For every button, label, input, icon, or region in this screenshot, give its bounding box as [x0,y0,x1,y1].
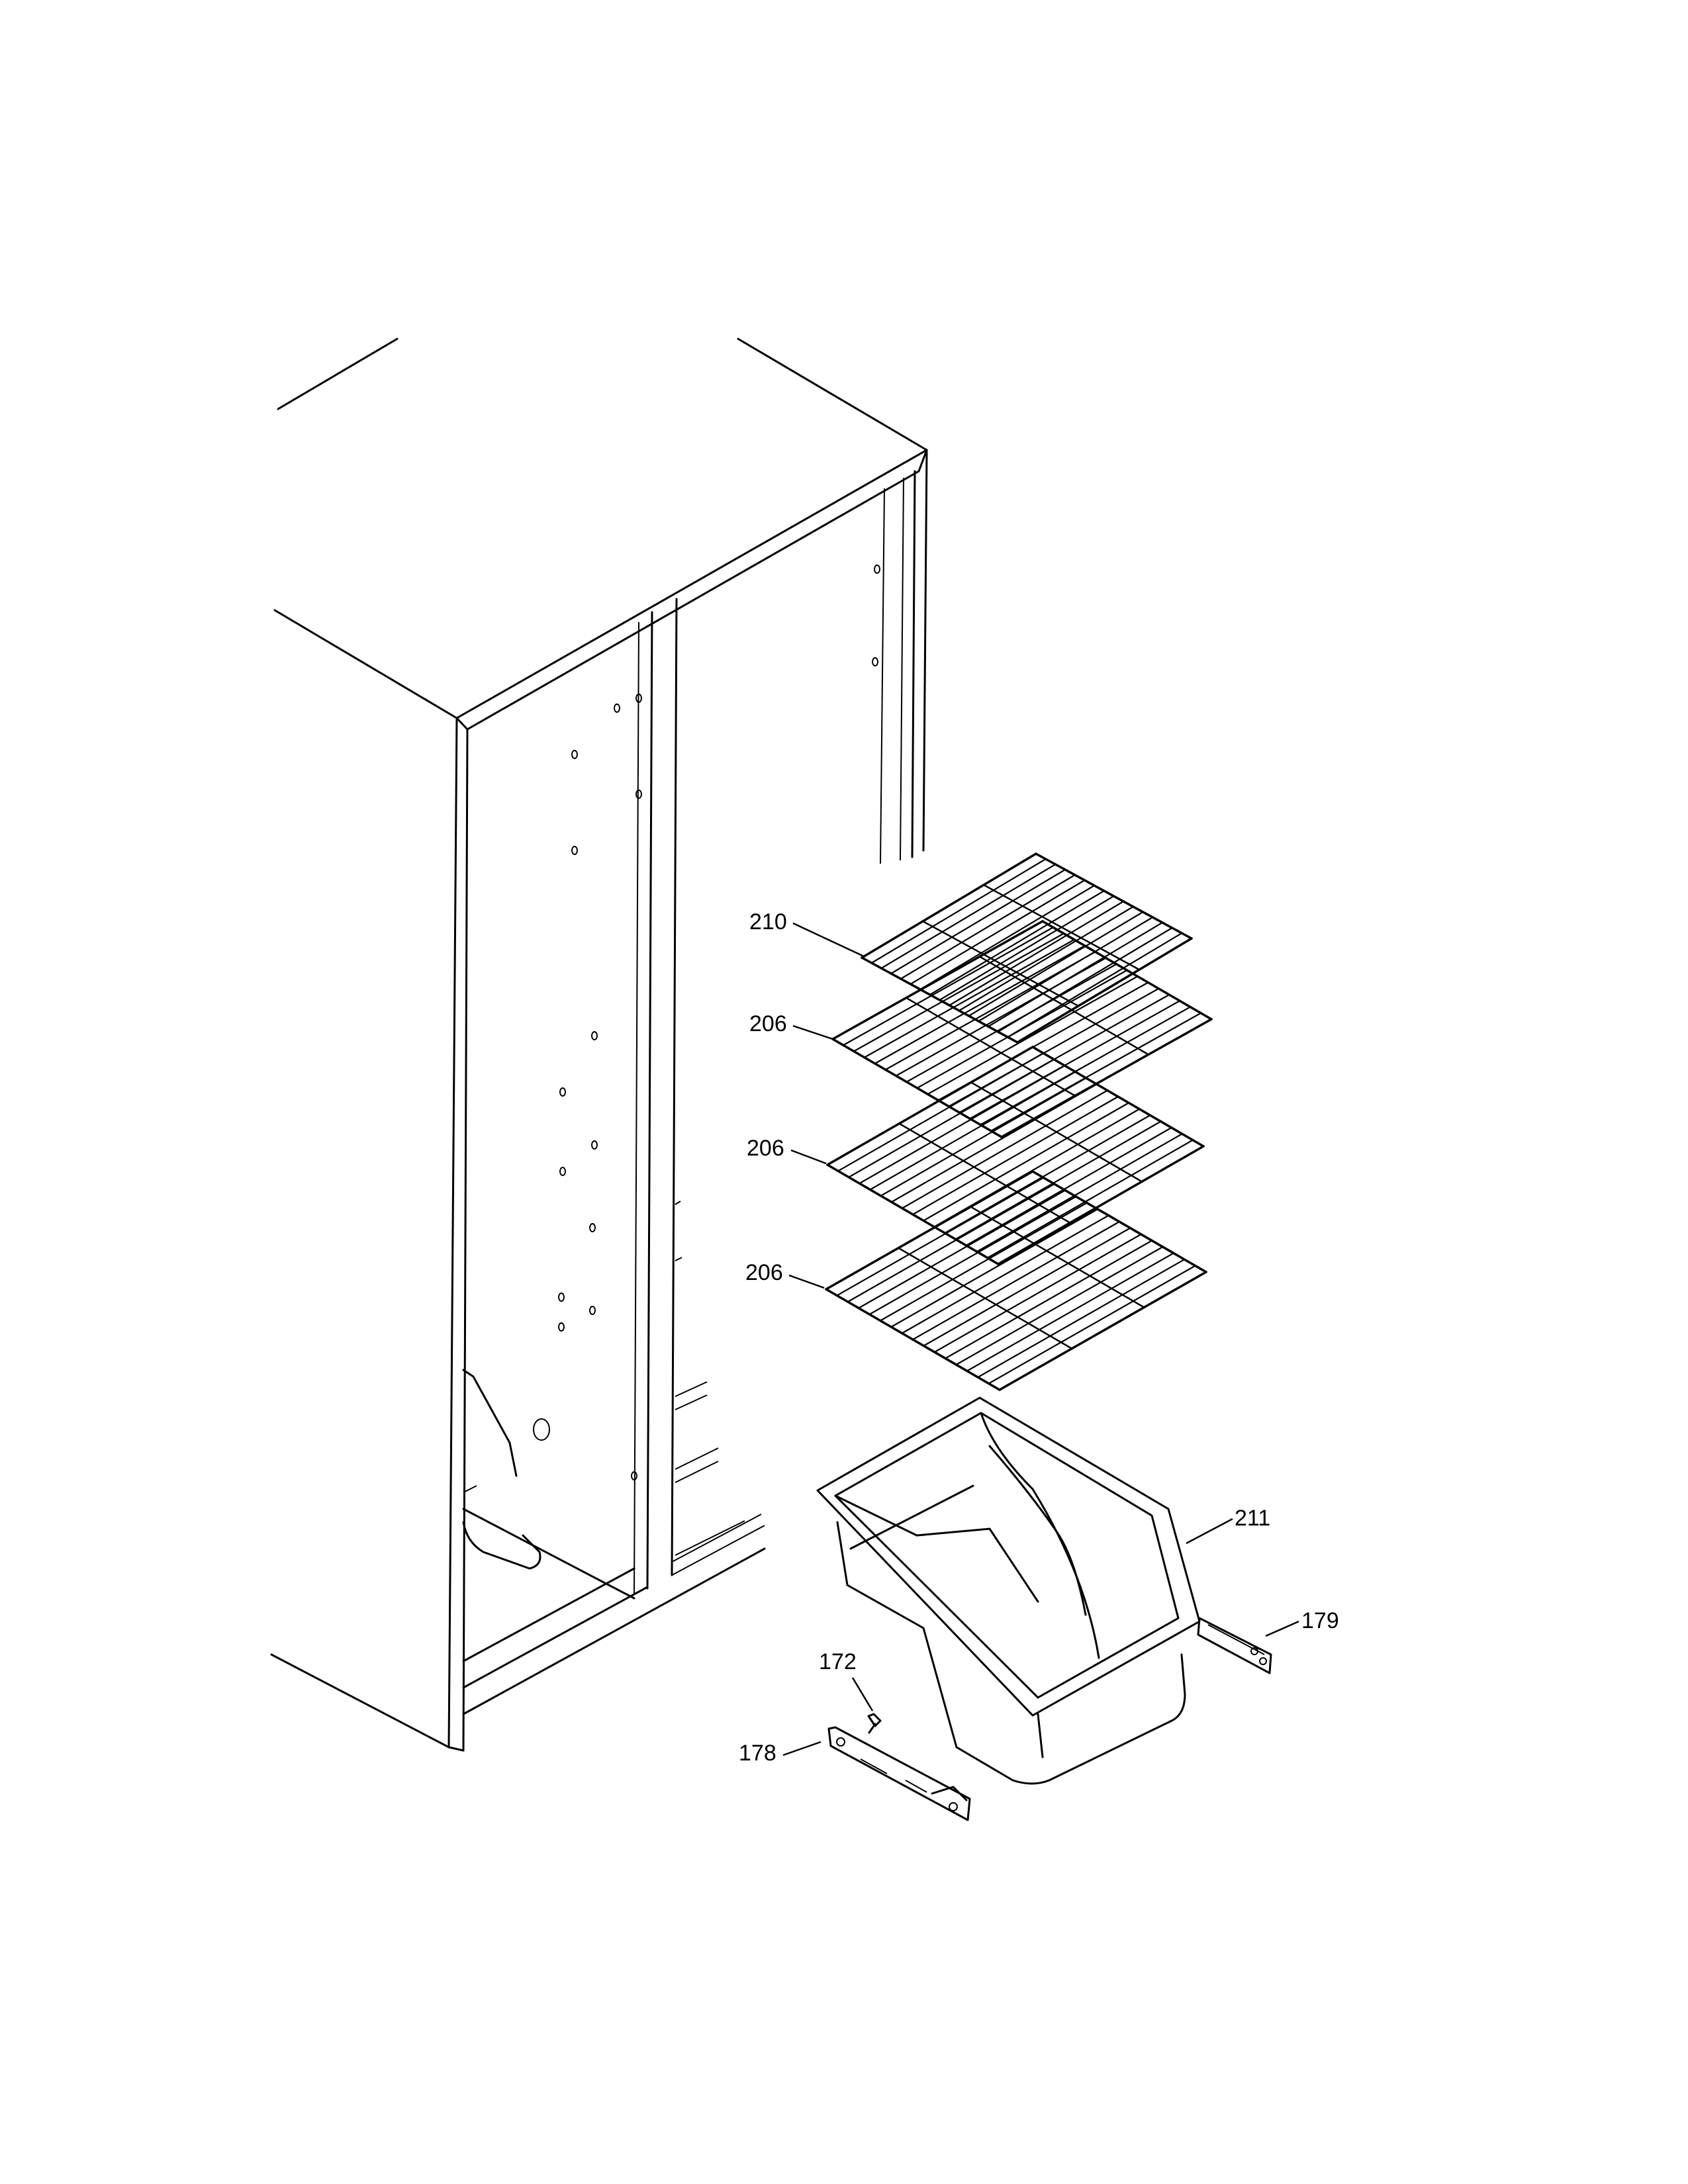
right-slide-rail [1197,1617,1272,1674]
svg-text:206: 206 [749,1011,787,1036]
callout-172: 172 [819,1649,874,1711]
refrigerator-cabinet [270,338,928,1752]
callout-211: 211 [1186,1506,1270,1545]
callout-179: 179 [1265,1608,1339,1637]
wire-shelf-210 [861,852,1193,1044]
svg-text:210: 210 [749,909,787,934]
shelf-support-holes [533,565,880,1480]
wire-shelf-206-top [831,920,1213,1138]
callout-206-bottom: 206 [745,1260,825,1289]
svg-text:206: 206 [745,1260,783,1285]
svg-text:179: 179 [1301,1608,1339,1633]
left-slide-rail [827,1726,971,1821]
wire-shelf-206-bottom [825,1170,1207,1391]
svg-text:172: 172 [819,1649,857,1674]
wire-shelves [825,852,1213,1391]
svg-text:206: 206 [747,1136,784,1161]
callout-206-top: 206 [749,1011,833,1040]
screw [867,1713,882,1734]
ice-bin [816,1396,1201,1785]
wire-shelf-206-middle [826,1046,1205,1265]
svg-text:211: 211 [1235,1506,1270,1531]
callout-178: 178 [739,1741,821,1766]
svg-text:178: 178 [739,1741,776,1766]
callout-210: 210 [749,909,865,958]
callout-206-middle: 206 [747,1136,827,1165]
